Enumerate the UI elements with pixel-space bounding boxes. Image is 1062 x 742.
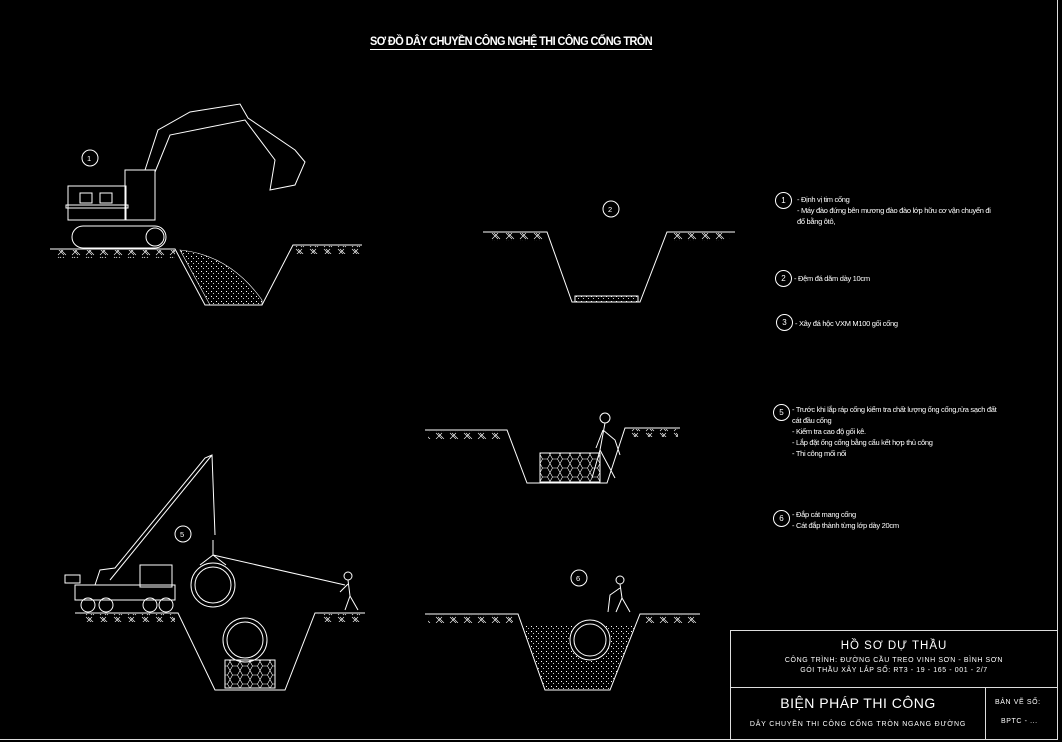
legend-text: - Đệm đá dăm dày 10cm <box>794 274 870 283</box>
figure-label-5: 5 <box>180 530 184 539</box>
step-number: 1 <box>775 192 792 209</box>
crane-scene <box>64 454 365 691</box>
subtitle: DÂY CHUYỀN THI CÔNG CỐNG TRÒN NGANG ĐƯỜN… <box>749 721 967 728</box>
worker-icon <box>607 575 631 613</box>
legend-text: - Đắp cát mang cống- Cát đắp thành từng … <box>792 510 899 530</box>
excavator-scene <box>50 103 362 306</box>
legend-text: - Xây đá hộc VXM M100 gối cống <box>795 319 898 328</box>
legend-text: - Trước khi lắp ráp cống kiểm tra chất l… <box>792 405 997 458</box>
step-number: 2 <box>775 270 792 287</box>
trench-backfill <box>425 569 700 691</box>
step-number: 3 <box>776 314 793 331</box>
figure-label-6: 6 <box>576 574 580 583</box>
figure-label-2: 2 <box>608 205 612 214</box>
step-number: 5 <box>773 404 790 421</box>
project-name: CÔNG TRÌNH: ĐƯỜNG CẦU TREO VINH SƠN - BÌ… <box>784 657 1004 664</box>
crane-truck-icon <box>64 454 216 613</box>
excavator-icon <box>65 103 306 249</box>
drawing-title: SƠ ĐỒ DÂY CHUYỀN CÔNG NGHỆ THI CÔNG CỐNG… <box>370 36 653 50</box>
main-title: BIỆN PHÁP THI CÔNG <box>780 695 936 711</box>
title-block-heading: HỒ SƠ DỰ THẦU <box>840 640 948 652</box>
title-block: HỒ SƠ DỰ THẦU CÔNG TRÌNH: ĐƯỜNG CẦU TREO… <box>730 630 1058 740</box>
worker-icon <box>591 412 621 479</box>
trench-pipe-laying <box>425 412 680 484</box>
figure-label-1: 1 <box>87 154 91 163</box>
worker-icon <box>339 571 359 611</box>
sheet-label: BẢN VẼ SỐ: <box>995 699 1041 706</box>
legend-text: - Định vị tim cống- Máy đào đứng bên mươ… <box>797 195 991 226</box>
sheet-number: BPTC - ... <box>1001 718 1038 725</box>
package-number: GÓI THẦU XÂY LẮP SỐ: RT3 - 19 - 165 - 00… <box>800 667 988 674</box>
step-number: 6 <box>773 510 790 527</box>
trench-step2 <box>483 200 735 303</box>
